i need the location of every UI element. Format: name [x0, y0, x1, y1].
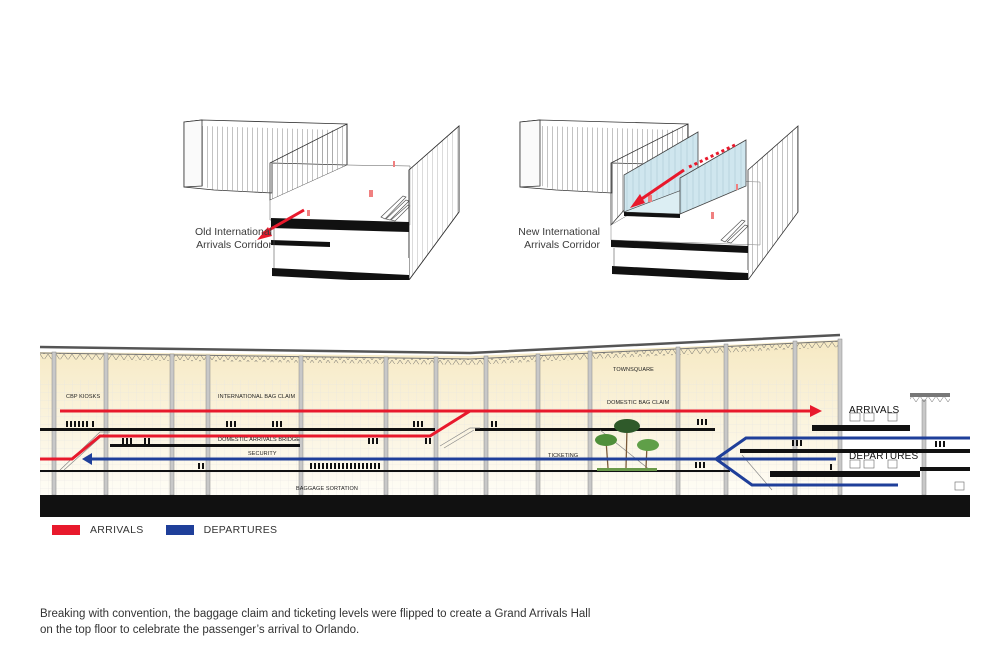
label-international-bag-claim: INTERNATIONAL BAG CLAIM: [218, 394, 296, 400]
caption-line2: on the top floor to celebrate the passen…: [40, 624, 360, 636]
terminal-section: CBP KIOSKS INTERNATIONAL BAG CLAIM DOMES…: [30, 330, 970, 520]
axon-old-label-line2: Arrivals Corridor: [196, 239, 272, 251]
section-drawing: [39, 333, 970, 517]
label-townsquare: TOWNSQUARE: [613, 367, 654, 373]
caption: Breaking with convention, the baggage cl…: [40, 606, 980, 638]
label-ticketing: TICKETING: [548, 453, 579, 459]
legend: ARRIVALS DEPARTURES: [52, 524, 299, 536]
arrivals-swatch-icon: [52, 525, 80, 535]
axon-old-drawing: [183, 119, 460, 283]
departures-swatch-icon: [165, 525, 194, 535]
palm-trees: [595, 419, 659, 471]
legend-item-arrivals: ARRIVALS: [52, 524, 144, 536]
legend-item-departures: DEPARTURES: [165, 524, 278, 536]
axon-new-label-line2: Arrivals Corridor: [524, 239, 600, 251]
axon-old-corridor: [180, 80, 480, 283]
axon-new-label-line1: New International: [518, 226, 600, 238]
label-arrivals: ARRIVALS: [849, 405, 900, 416]
axon-new-drawing: [519, 119, 799, 282]
axon-new-label: New International Arrivals Corridor: [480, 226, 600, 252]
label-domestic-arrivals-bridge: DOMESTIC ARRIVALS BRIDGE: [218, 437, 301, 443]
axon-old-label-line1: Old International: [194, 226, 272, 238]
legend-arrivals-label: ARRIVALS: [90, 524, 144, 536]
label-cbp-kiosks: CBP KIOSKS: [66, 394, 101, 400]
axon-old-label: Old International Arrivals Corridor: [152, 226, 272, 252]
label-departures: DEPARTURES: [849, 451, 919, 462]
caption-line1: Breaking with convention, the baggage cl…: [40, 608, 591, 620]
legend-departures-label: DEPARTURES: [203, 524, 278, 536]
label-baggage-sortation: BAGGAGE SORTATION: [296, 486, 358, 492]
label-domestic-bag-claim: DOMESTIC BAG CLAIM: [607, 400, 670, 406]
label-security: SECURITY: [248, 451, 277, 457]
axon-new-corridor: [500, 80, 800, 282]
